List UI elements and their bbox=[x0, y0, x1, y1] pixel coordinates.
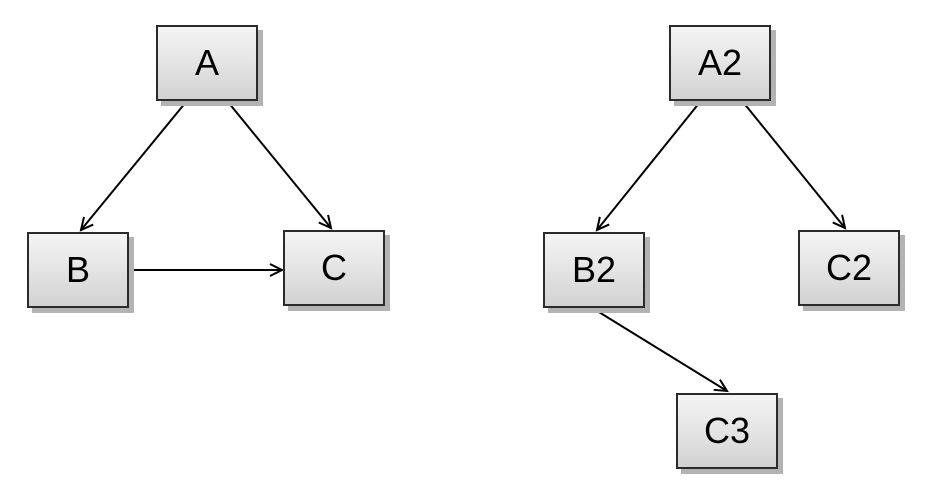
node-A[interactable]: A bbox=[156, 25, 258, 101]
node-B2-label: B2 bbox=[571, 249, 617, 290]
node-C3[interactable]: C3 bbox=[676, 393, 778, 469]
node-B[interactable]: B bbox=[27, 232, 129, 308]
node-C2[interactable]: C2 bbox=[798, 230, 900, 306]
node-A2-label: A2 bbox=[697, 42, 743, 83]
node-B2[interactable]: B2 bbox=[543, 232, 645, 308]
node-C-label: C bbox=[321, 247, 347, 288]
edge-B2-C3 bbox=[593, 308, 729, 393]
node-A-label: A bbox=[194, 42, 219, 83]
node-C[interactable]: C bbox=[283, 230, 385, 306]
node-A2[interactable]: A2 bbox=[669, 25, 771, 101]
node-B-label: B bbox=[65, 249, 90, 290]
node-C2-label: C2 bbox=[825, 247, 873, 288]
edge-A2-C2 bbox=[742, 101, 847, 230]
edge-A-C bbox=[227, 101, 333, 230]
edge-A2-B2 bbox=[595, 101, 701, 232]
node-C3-label: C3 bbox=[703, 410, 751, 451]
edge-A-B bbox=[79, 101, 187, 232]
